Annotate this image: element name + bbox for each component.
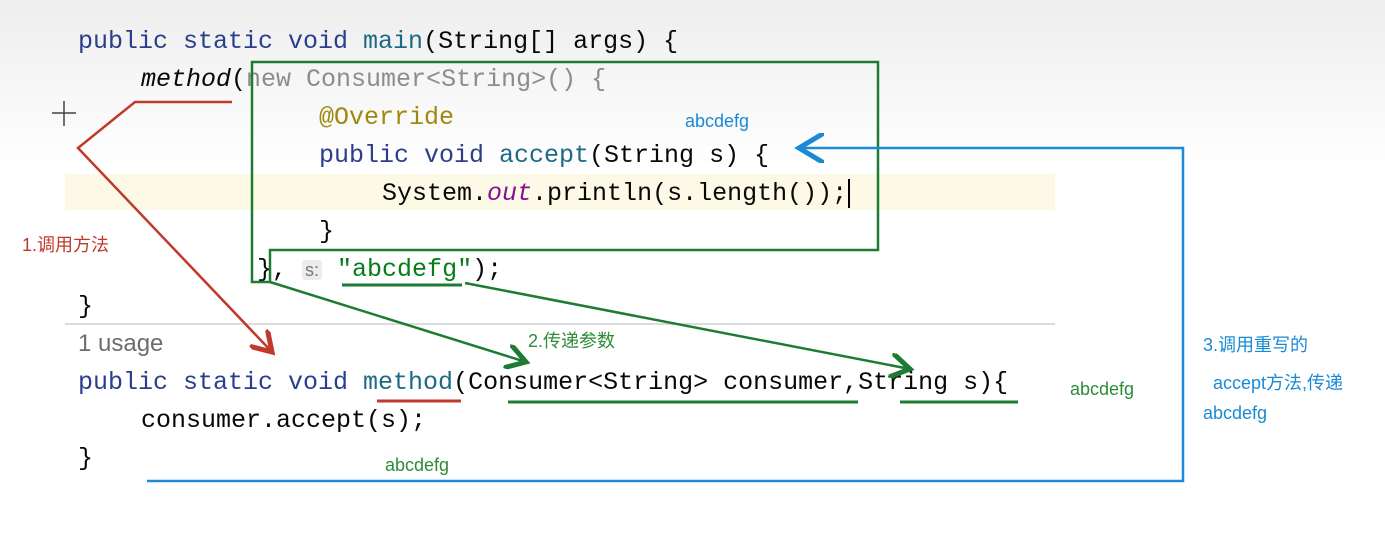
step3-label-line1: 3.调用重写的 — [1203, 335, 1309, 355]
value-label-top: abcdefg — [685, 111, 750, 131]
method-separator — [65, 323, 1055, 325]
code-text: ( — [231, 65, 247, 94]
code-line-consumer-accept: consumer.accept(s); — [141, 406, 427, 435]
code-line-close-method: } — [78, 444, 94, 473]
value-label-right: abcdefg — [1070, 379, 1135, 399]
crosshair-icon — [52, 101, 76, 126]
keyword: public void — [319, 141, 500, 170]
green-box-anonymous-class — [250, 60, 880, 284]
code-line-close: } — [319, 217, 335, 246]
green-arrow-string — [464, 281, 910, 369]
method-name: accept — [499, 141, 590, 170]
string-literal: "abcdefg" — [337, 255, 473, 284]
value-label-bottom: abcdefg — [385, 455, 450, 475]
code-text: (String[] args) { — [423, 27, 679, 56]
code-line-main: public static void main(String[] args) { — [78, 27, 678, 57]
keyword: public static void — [78, 368, 364, 397]
code-line-override: @Override — [319, 103, 455, 132]
green-arrow-consumer — [269, 280, 526, 362]
usage-hint[interactable]: 1 usage — [78, 330, 164, 357]
code-text: (String s) { — [589, 141, 770, 170]
code-text: System. — [382, 179, 488, 208]
code-line-method-call: method(new Consumer<String>() { — [141, 65, 606, 95]
field: out — [487, 179, 533, 208]
step2-label: 2.传递参数 — [528, 331, 616, 351]
code-line-close-main: } — [78, 292, 94, 321]
code-text: }, — [257, 255, 303, 284]
method-call: method — [141, 65, 232, 94]
code-text: new Consumer<String>() { — [246, 65, 607, 94]
method-name: main — [363, 27, 424, 56]
code-text: ); — [472, 255, 503, 284]
code-line-println[interactable]: System.out.println(s.length()); — [382, 179, 851, 209]
keyword: public static void — [78, 27, 364, 56]
method-name: method — [363, 368, 454, 397]
parameter-hint: s: — [302, 260, 323, 280]
blue-arrow-step3 — [147, 148, 1185, 483]
current-line-highlight — [65, 174, 1055, 210]
red-arrow-step1 — [76, 100, 272, 352]
code-text: .println(s.length()); — [532, 179, 848, 208]
step1-label: 1.调用方法 — [22, 235, 110, 255]
code-line-args: }, s: "abcdefg"); — [257, 255, 502, 285]
step3-label-line2: accept方法,传递 — [1213, 373, 1344, 393]
step3-label-line3: abcdefg — [1203, 403, 1268, 423]
code-line-accept: public void accept(String s) { — [319, 141, 769, 171]
